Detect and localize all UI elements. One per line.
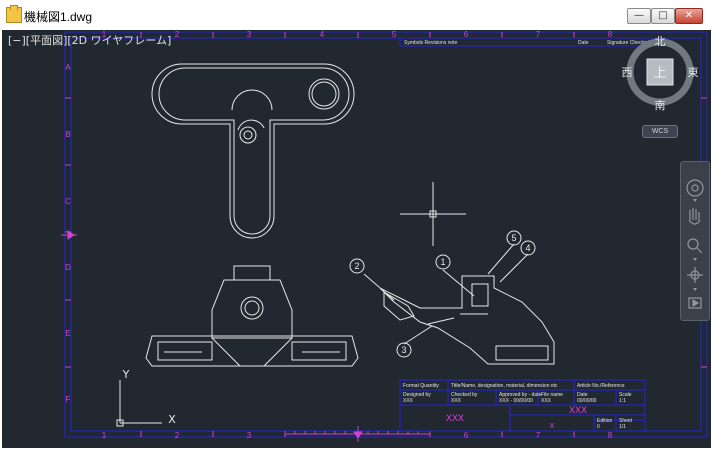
- close-button[interactable]: ✕: [675, 8, 703, 24]
- grid-col-7-bottom: 7: [536, 431, 541, 440]
- ucs-icon: [116, 380, 162, 427]
- grid-row-f-left: F: [66, 395, 71, 404]
- viewcube[interactable]: [626, 38, 694, 106]
- compass-south[interactable]: 南: [655, 99, 666, 112]
- title-block: [399, 379, 646, 432]
- balloon-4: 4: [525, 243, 530, 253]
- grid-col-6-bottom: 6: [464, 431, 469, 440]
- balloon-3: 3: [401, 345, 406, 355]
- ucs-y-label: Y: [122, 368, 130, 381]
- balloon-5: 5: [511, 233, 516, 243]
- grid-col-3-top: 3: [247, 30, 252, 39]
- tb-date-value: 00/00/00: [577, 398, 597, 404]
- tb-approved-by-value: XXX - 00/00/00: [499, 398, 533, 404]
- grid-col-2-bottom: 2: [175, 431, 180, 440]
- tb-scale-value: 1:1: [619, 398, 626, 404]
- tb-article-no: Article No./Reference: [577, 383, 625, 389]
- compass-east[interactable]: 東: [688, 66, 699, 79]
- compass-west[interactable]: 西: [622, 66, 633, 79]
- grid-col-2-top: 2: [175, 30, 180, 39]
- grid-col-7-top: 7: [536, 30, 541, 39]
- tb-scale: Scale: [619, 392, 632, 398]
- tb-sheet-value: 1/1: [619, 424, 626, 430]
- drawing-border: [64, 31, 708, 438]
- tb-sheet: Sheet: [619, 418, 633, 424]
- window-title: 機械図1.dwg: [24, 10, 93, 24]
- grid-col-8-top: 8: [608, 30, 613, 39]
- tb-designed-by: Designed by: [403, 392, 431, 398]
- grid-col-3-bottom: 3: [247, 431, 252, 440]
- grid-col-4-top: 4: [320, 30, 325, 39]
- viewport-controls-label[interactable]: [−][平面図][2D ワイヤフレーム]: [8, 34, 172, 47]
- drawing-viewport[interactable]: 1 2 3 4 5 6 7 8 1 2 3 6 7 8 A B: [2, 30, 711, 448]
- tb-checked-by: Checked by: [451, 392, 478, 398]
- tb-x-value: X: [550, 423, 555, 430]
- grid-col-1-bottom: 1: [102, 431, 107, 440]
- tb-checked-by-value: XXX: [451, 398, 462, 404]
- revision-strip: [399, 37, 646, 47]
- grid-row-e-left: E: [65, 329, 70, 338]
- grid-row-c-left: C: [65, 197, 71, 206]
- maximize-button[interactable]: □: [651, 8, 675, 24]
- tb-approved-by: Approved by - date: [499, 392, 541, 398]
- app-folder-icon: [6, 5, 22, 23]
- part-linework: [145, 63, 555, 367]
- balloon-2: 2: [354, 261, 359, 271]
- balloon-1: 1: [440, 257, 445, 267]
- drawing-inner-border: [70, 37, 702, 432]
- pan-icon[interactable]: [688, 208, 701, 225]
- grid-row-d-left: D: [65, 263, 71, 272]
- compass-north[interactable]: 北: [655, 35, 666, 48]
- ucs-x-label: X: [168, 413, 176, 426]
- tb-title-name: Title/Name, designation, material, dimen…: [451, 383, 558, 389]
- navigation-bar: [680, 161, 710, 321]
- zoom-icon[interactable]: [687, 238, 703, 254]
- tb-main-title: XXX: [446, 413, 464, 423]
- grid-col-6-top: 6: [464, 30, 469, 39]
- wcs-menu[interactable]: WCS: [642, 125, 678, 138]
- tb-edition-value: 0: [597, 424, 600, 430]
- minimize-button[interactable]: —: [627, 8, 651, 24]
- showmotion-icon[interactable]: [688, 297, 702, 309]
- tb-edition: Edition: [597, 418, 613, 424]
- drawing-canvas[interactable]: 1 2 3 4 5 6 7 8 1 2 3 6 7 8 A B: [2, 30, 711, 448]
- tb-file-name-value: XXX: [541, 398, 552, 404]
- orbit-icon[interactable]: [687, 267, 703, 283]
- title-bar: 機械図1.dwg — □ ✕: [0, 0, 713, 30]
- revision-label-signature: Signature Checked: [607, 40, 650, 46]
- grid-row-a-left: A: [65, 63, 71, 72]
- grid-col-5-top: 5: [392, 30, 397, 39]
- revision-label-date: Date: [578, 40, 589, 46]
- tb-designed-by-value: XXX: [403, 398, 414, 404]
- grid-col-8-bottom: 8: [608, 431, 613, 440]
- grid-col-1-top: 1: [102, 30, 107, 39]
- viewcube-top-face[interactable]: 上: [653, 66, 666, 81]
- steering-wheel-icon[interactable]: [686, 179, 704, 197]
- tb-article-value: XXX: [569, 405, 587, 415]
- tb-date: Date: [577, 392, 588, 398]
- tb-format-quantity: Format Quantity: [403, 383, 439, 389]
- revision-label-symbols: Symbols Revisions note: [404, 40, 458, 46]
- grid-row-b-left: B: [65, 130, 70, 139]
- tb-file-name: File name: [541, 392, 563, 398]
